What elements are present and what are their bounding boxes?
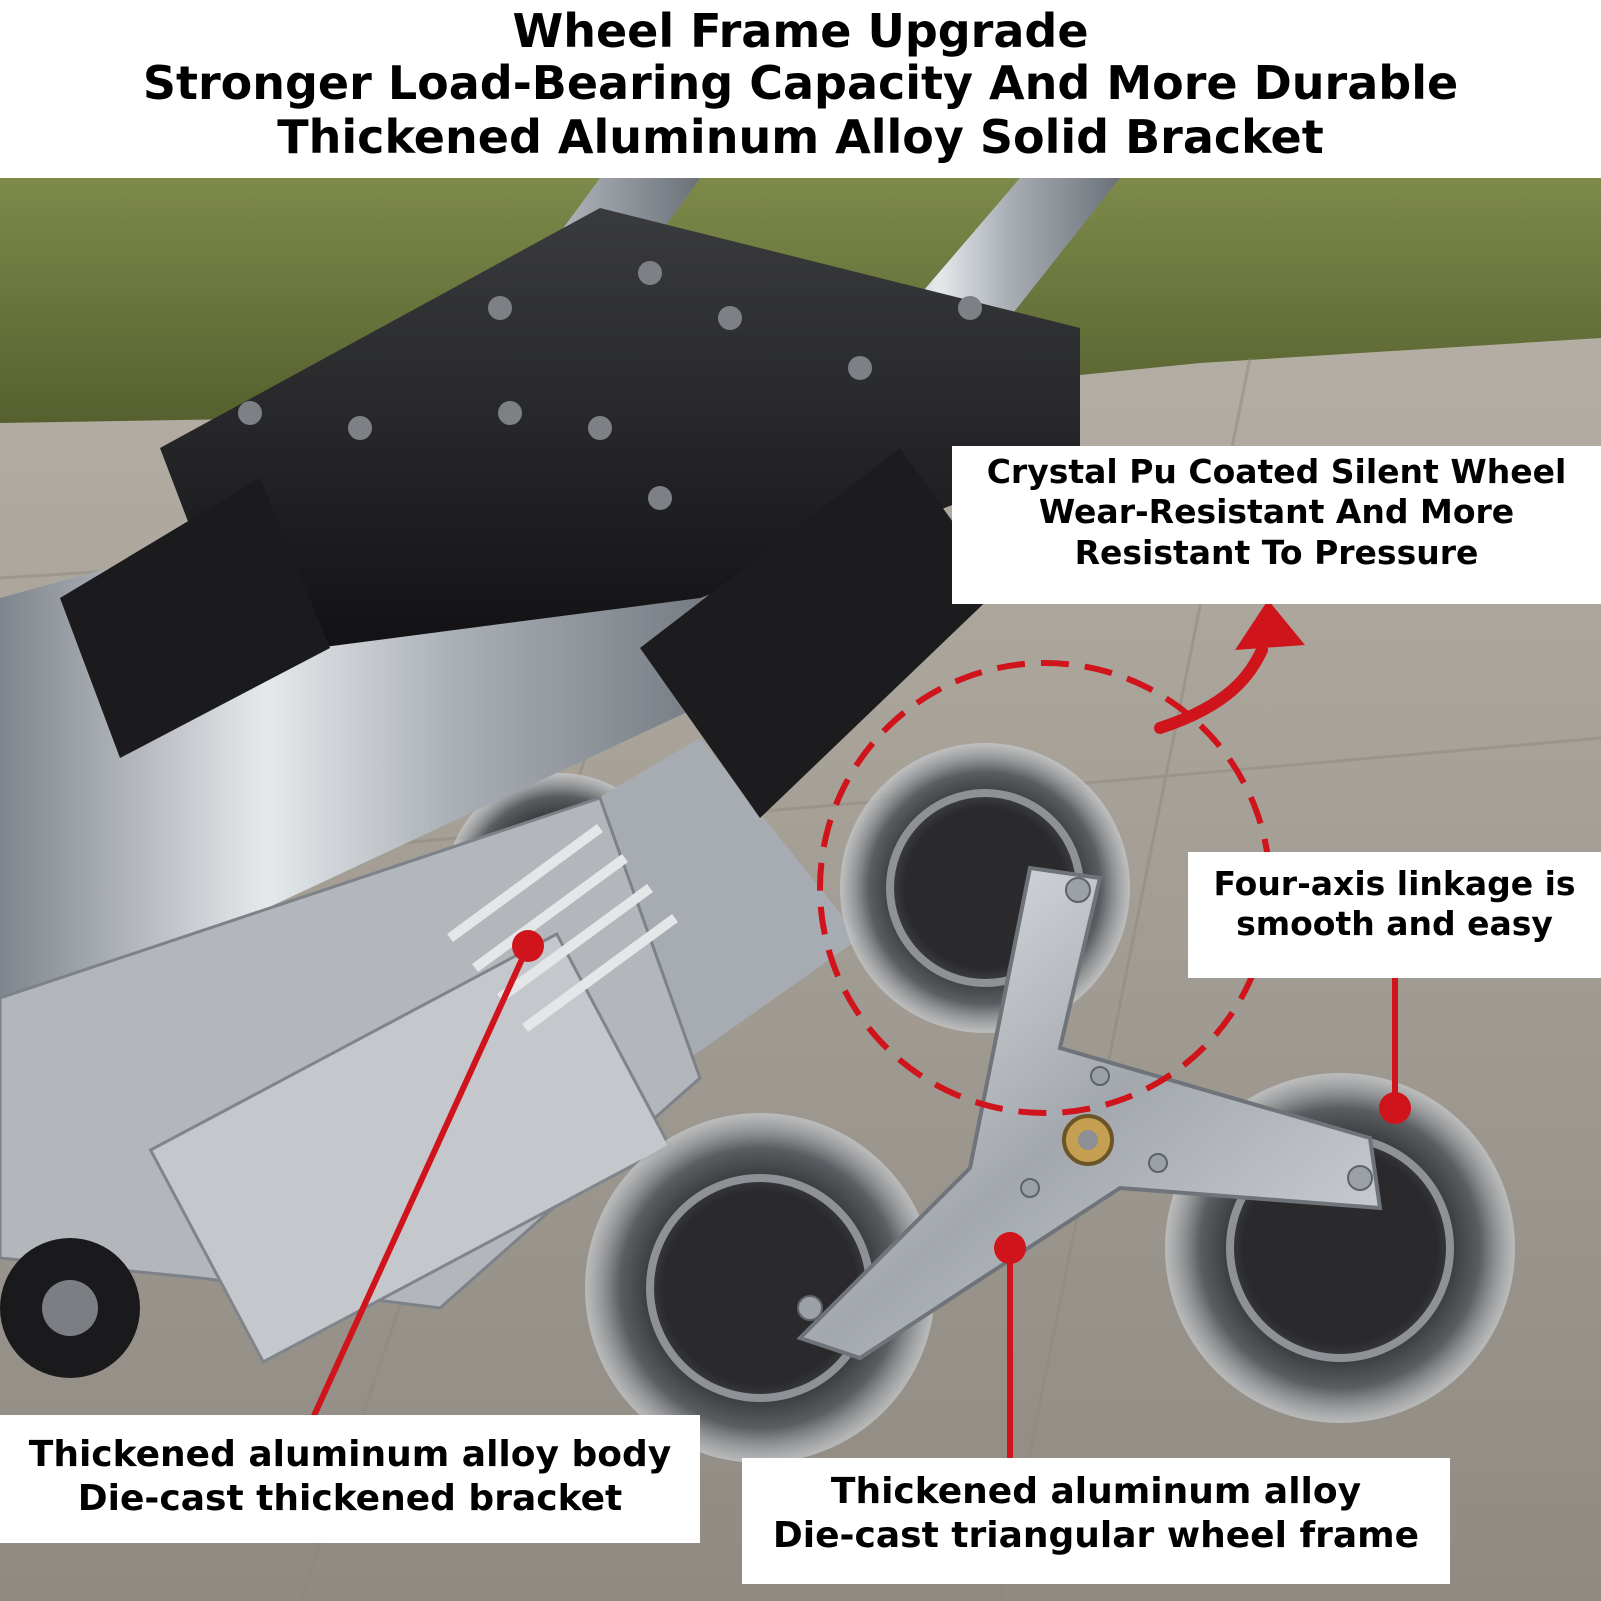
- callout-crystal-line3: Resistant To Pressure: [1074, 532, 1479, 572]
- headline-subtitle-2: Thickened Aluminum Alloy Solid Bracket: [277, 110, 1324, 164]
- header-banner: Wheel Frame Upgrade Stronger Load-Bearin…: [0, 0, 1601, 178]
- callout-frame-line2: Die-cast triangular wheel frame: [772, 1514, 1420, 1556]
- product-photo: [0, 178, 1601, 1601]
- callout-body-line1: Thickened aluminum alloy body: [28, 1434, 672, 1475]
- callout-wheel-frame: Thickened aluminum alloy Die-cast triang…: [742, 1458, 1450, 1584]
- callout-crystal-line2: Wear-Resistant And More: [1038, 492, 1515, 532]
- callout-body: Thickened aluminum alloy body Die-cast t…: [0, 1415, 700, 1543]
- callout-crystal-line1: Crystal Pu Coated Silent Wheel: [986, 452, 1567, 491]
- bracket-rivets: [238, 261, 982, 510]
- callout-frame-line1: Thickened aluminum alloy: [830, 1471, 1362, 1512]
- caster-wheel: [0, 1238, 140, 1378]
- callout-fouraxis-line1: Four-axis linkage is: [1213, 864, 1576, 903]
- bracket-top: [160, 208, 1080, 658]
- bracket-arm-left: [60, 478, 330, 758]
- wheel-frame-bolt: [1078, 1130, 1098, 1150]
- headline-title: Wheel Frame Upgrade: [512, 4, 1089, 58]
- headline-subtitle-1: Stronger Load-Bearing Capacity And More …: [142, 56, 1459, 110]
- callout-body-line2: Die-cast thickened bracket: [77, 1477, 623, 1519]
- callout-four-axis: Four-axis linkage is smooth and easy: [1188, 852, 1601, 978]
- bracket-arm-right: [640, 448, 1000, 818]
- callout-crystal-wheel: Crystal Pu Coated Silent Wheel Wear-Resi…: [952, 446, 1601, 604]
- callout-fouraxis-line2: smooth and easy: [1236, 904, 1553, 944]
